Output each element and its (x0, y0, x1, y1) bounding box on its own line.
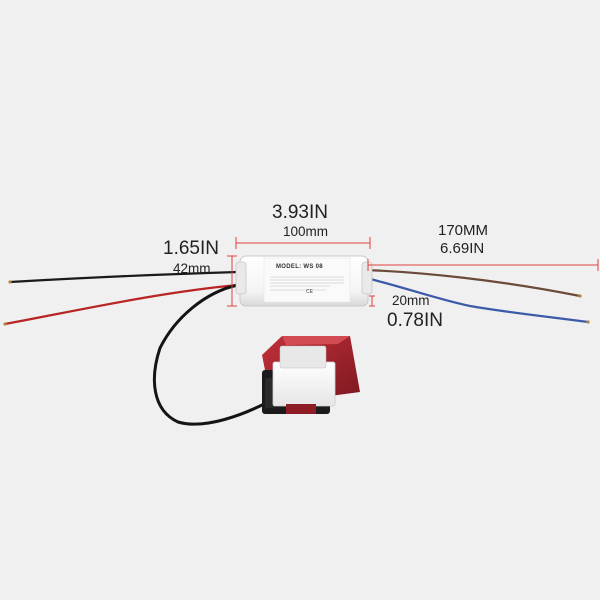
end-mm-label: 20mm (392, 293, 430, 308)
driver-case (235, 255, 373, 307)
length-mm-label: 100mm (283, 224, 329, 239)
measure-length (235, 237, 371, 249)
wire-blue-right (365, 276, 589, 324)
cable-mm-label: 170MM (438, 222, 489, 239)
measure-height (227, 255, 237, 307)
wire-black-left (9, 270, 239, 284)
model-label: MODEL: WS 08 (276, 264, 323, 270)
height-mm-label: 42mm (173, 261, 211, 276)
end-inch-label: 0.78IN (387, 310, 443, 331)
wire-red-left (4, 283, 239, 326)
sensor-module (262, 336, 360, 414)
cable-inch-label: 6.69IN (440, 240, 485, 257)
length-inch-label: 3.93IN (272, 202, 328, 223)
measure-end (369, 295, 375, 307)
measure-cable (367, 259, 599, 271)
ce-mark: CE (306, 289, 313, 295)
height-inch-label: 1.65IN (163, 238, 219, 259)
wire-sensor-cable (153, 283, 269, 426)
wire-brown-right (365, 268, 581, 298)
